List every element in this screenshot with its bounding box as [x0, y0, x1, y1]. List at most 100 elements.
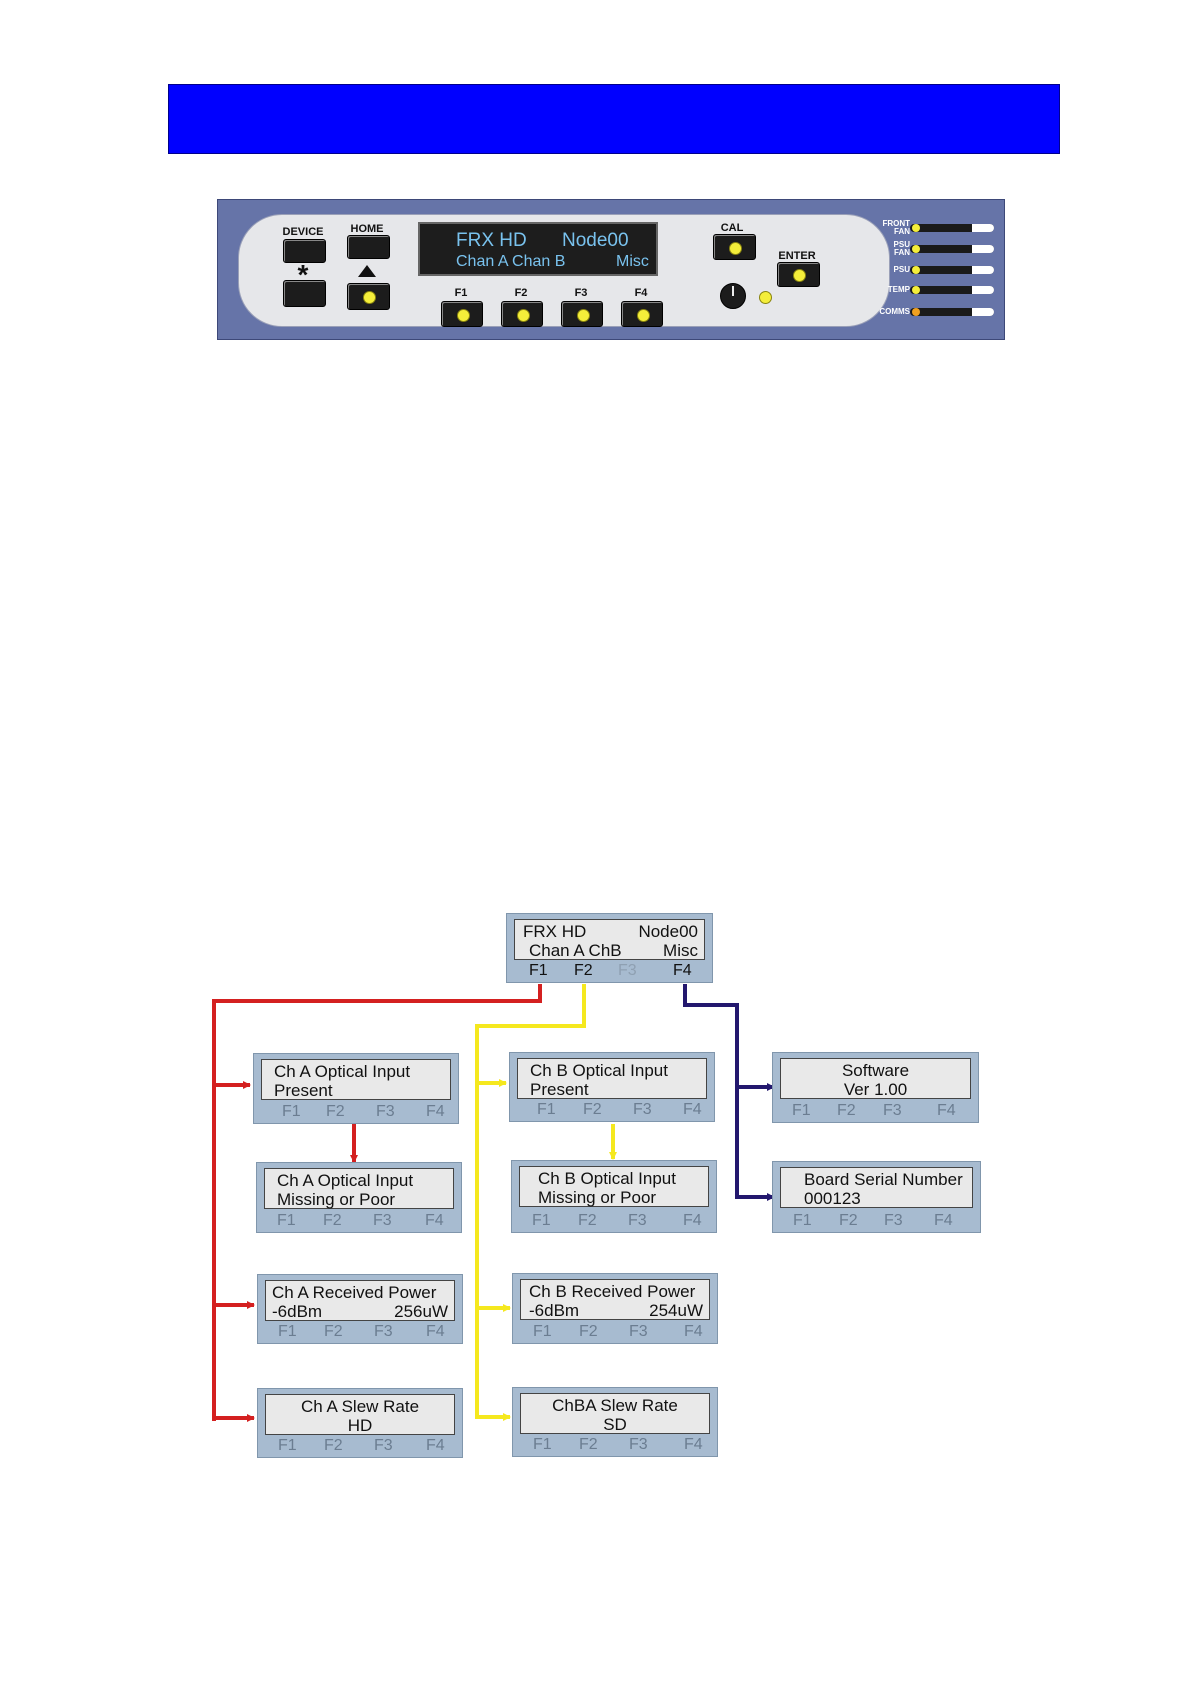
fkey-f4: F4 [683, 1212, 702, 1229]
led-icon [456, 308, 470, 322]
menu-line1: ChBA Slew Rate [552, 1396, 678, 1415]
up-arrow-icon [358, 265, 376, 277]
menu-line2: Missing or Poor [277, 1190, 396, 1209]
menu-screen: Ch A Received Power -6dBm 256uW [265, 1280, 455, 1321]
menu-line1-left: FRX HD [523, 922, 587, 941]
menu-line2: 000123 [804, 1189, 861, 1208]
led-icon [912, 286, 920, 294]
menu-line1: Board Serial Number [804, 1170, 963, 1189]
device-button[interactable] [283, 239, 326, 263]
f3-button[interactable] [561, 301, 603, 327]
fkey-f3: F3 [883, 1102, 902, 1119]
fkey-f1: F1 [529, 962, 548, 979]
f4-button[interactable] [621, 301, 663, 327]
fkeys-row: F1 F2 F3 F4 [254, 1102, 458, 1122]
chan-b-connector [475, 984, 617, 1421]
fkey-f1: F1 [792, 1102, 811, 1119]
fkeys-row: F1 F2 F3 F4 [258, 1436, 462, 1456]
status-slot-temp [910, 286, 994, 294]
fkey-f2: F2 [578, 1212, 597, 1229]
menu-screen: Ch B Optical Input Missing or Poor [519, 1166, 709, 1207]
f1-button[interactable] [441, 301, 483, 327]
fkey-f2: F2 [839, 1212, 858, 1229]
fkey-f1: F1 [533, 1436, 552, 1453]
fkey-f4: F4 [426, 1437, 445, 1454]
f2-label: F2 [514, 287, 528, 299]
menu-line1: Ch A Optical Input [277, 1171, 414, 1190]
menu-line2-left: Chan A ChB [529, 941, 622, 960]
fkey-f2: F2 [579, 1323, 598, 1340]
menu-cha-power: Ch A Received Power -6dBm 256uW F1 F2 F3 … [257, 1274, 463, 1344]
fkey-f1: F1 [533, 1323, 552, 1340]
fkey-f2: F2 [583, 1101, 602, 1118]
status-slot-comms [910, 308, 994, 316]
f2-button[interactable] [501, 301, 543, 327]
menu-chb-slew: ChBA Slew Rate SD F1 F2 F3 F4 [512, 1387, 718, 1457]
menu-cha-missing: Ch A Optical Input Missing or Poor F1 F2… [256, 1162, 462, 1233]
fkey-f4: F4 [426, 1323, 445, 1340]
f3-label: F3 [574, 287, 588, 299]
status-label-line2: FAN [894, 248, 910, 257]
menu-screen: Ch A Slew Rate HD [265, 1394, 455, 1435]
fkey-f1: F1 [793, 1212, 812, 1229]
menu-screen: Software Ver 1.00 [780, 1058, 971, 1099]
home-button[interactable] [347, 235, 390, 259]
menu-screen: ChBA Slew Rate SD [520, 1393, 710, 1434]
menu-cha-slew: Ch A Slew Rate HD F1 F2 F3 F4 [257, 1388, 463, 1458]
fkey-f3: F3 [629, 1323, 648, 1340]
menu-line2: Present [274, 1081, 333, 1100]
menu-line2-right: Misc [663, 941, 698, 960]
menu-line1: Ch A Received Power [272, 1283, 437, 1302]
enter-button[interactable] [777, 262, 820, 287]
menu-line2: Ver 1.00 [843, 1080, 908, 1099]
status-label-line1: PSU [893, 240, 910, 249]
led-icon [636, 308, 650, 322]
led-icon [516, 308, 530, 322]
lcd-line1-left: FRX HD [456, 230, 527, 251]
enter-label: ENTER [778, 250, 816, 262]
menu-line2-right: 254uW [649, 1301, 703, 1320]
menu-serial: Board Serial Number 000123 F1 F2 F3 F4 [772, 1161, 981, 1233]
fkey-f1: F1 [282, 1103, 301, 1120]
led-icon [793, 269, 806, 282]
status-slot-psu [910, 266, 994, 274]
fkey-f2: F2 [323, 1212, 342, 1229]
up-button[interactable] [347, 283, 390, 310]
fkeys-row: F1 F2 F3 F4 [513, 1435, 717, 1455]
menu-line2-right: 256uW [394, 1302, 448, 1321]
header-banner [168, 84, 1060, 154]
fkeys-row: F1 F2 F3 F4 [773, 1101, 978, 1121]
menu-line1: Ch A Slew Rate [300, 1397, 420, 1416]
fkey-f4: F4 [673, 962, 692, 979]
menu-line2: Missing or Poor [538, 1188, 657, 1207]
menu-line2: Present [530, 1080, 589, 1099]
led-icon [729, 241, 742, 255]
fkeys-row: F1 F2 F3 F4 [512, 1211, 716, 1231]
star-button[interactable] [283, 280, 326, 307]
cal-button[interactable] [713, 234, 756, 260]
led-icon [912, 308, 920, 316]
fkeys-row: F1 F2 F3 F4 [258, 1322, 462, 1342]
control-knob[interactable] [720, 283, 746, 309]
lcd-line1-right: Node00 [562, 230, 629, 251]
status-label-comms: COMMS [879, 307, 910, 316]
front-lcd: FRX HD Node00 Chan A Chan B Misc [418, 222, 658, 276]
menu-screen: Ch B Optical Input Present [517, 1058, 707, 1099]
fkey-f3: F3 [633, 1101, 652, 1118]
lcd-line2-left: Chan A Chan B [456, 253, 566, 270]
home-label: HOME [350, 223, 384, 235]
menu-line2: -6dBm 256uW [272, 1302, 448, 1321]
menu-line2-left: -6dBm [272, 1302, 323, 1321]
fkey-f1: F1 [277, 1212, 296, 1229]
status-label-line2: FAN [894, 227, 910, 236]
menu-line1: Ch A Optical Input [274, 1062, 411, 1081]
fkey-f2: F2 [579, 1436, 598, 1453]
fkey-f4: F4 [684, 1323, 703, 1340]
fkey-f3: F3 [374, 1323, 393, 1340]
fkey-f3: F3 [618, 962, 637, 979]
